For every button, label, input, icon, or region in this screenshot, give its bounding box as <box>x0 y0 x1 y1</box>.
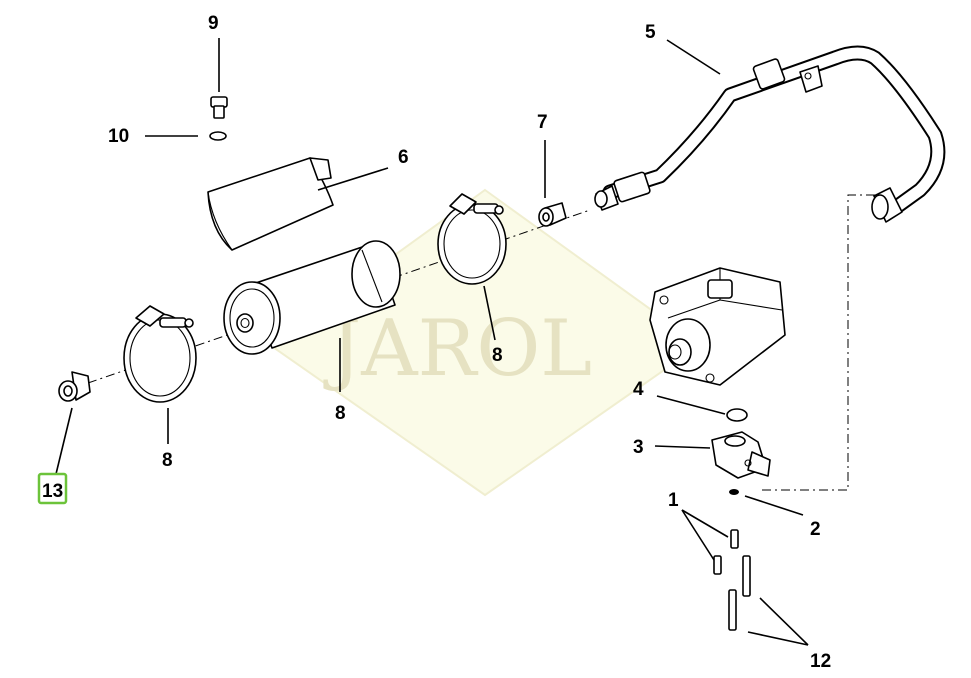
watermark-text: JAROL <box>323 304 592 394</box>
part-1-bolts[interactable] <box>713 529 739 575</box>
part-10-bolt[interactable] <box>210 96 228 119</box>
part-8-clamp-right[interactable] <box>437 193 507 285</box>
hydraulic-pump <box>649 267 786 386</box>
callout-2[interactable]: 2 <box>810 519 821 540</box>
callout-3[interactable]: 3 <box>633 437 644 458</box>
part-2-washer[interactable] <box>729 489 739 495</box>
callout-8-right[interactable]: 8 <box>492 345 503 366</box>
callout-labels: 9 10 6 5 7 8 8 8 4 3 2 1 12 13 <box>37 13 831 672</box>
callout-10[interactable]: 9 <box>208 13 219 34</box>
part-4-o-ring[interactable] <box>726 408 748 422</box>
callout-9[interactable]: 8 <box>335 403 346 424</box>
part-8-clamp-left[interactable] <box>123 305 197 403</box>
callout-6[interactable]: 6 <box>398 147 409 168</box>
callout-13[interactable]: 13 <box>42 481 63 502</box>
part-6-shield[interactable] <box>207 157 334 251</box>
leader-lines <box>55 38 809 646</box>
part-12-bolts[interactable] <box>728 555 751 631</box>
part-3-elbow[interactable] <box>711 431 771 479</box>
part-7-fitting[interactable] <box>538 202 567 227</box>
callout-11[interactable]: 10 <box>108 126 129 147</box>
part-13-fitting[interactable] <box>58 371 91 402</box>
part-5-pipe[interactable] <box>594 45 946 223</box>
callout-8-left[interactable]: 8 <box>162 450 173 471</box>
callout-1[interactable]: 1 <box>668 490 679 511</box>
callout-12[interactable]: 12 <box>810 651 831 672</box>
callout-5[interactable]: 5 <box>645 22 656 43</box>
callout-4[interactable]: 4 <box>633 379 644 400</box>
highlight-box-13 <box>37 472 68 505</box>
part-11-washer[interactable] <box>209 131 227 141</box>
callout-7[interactable]: 7 <box>537 112 548 133</box>
part-9-filter[interactable] <box>223 240 401 355</box>
watermark: JAROL <box>268 188 702 497</box>
